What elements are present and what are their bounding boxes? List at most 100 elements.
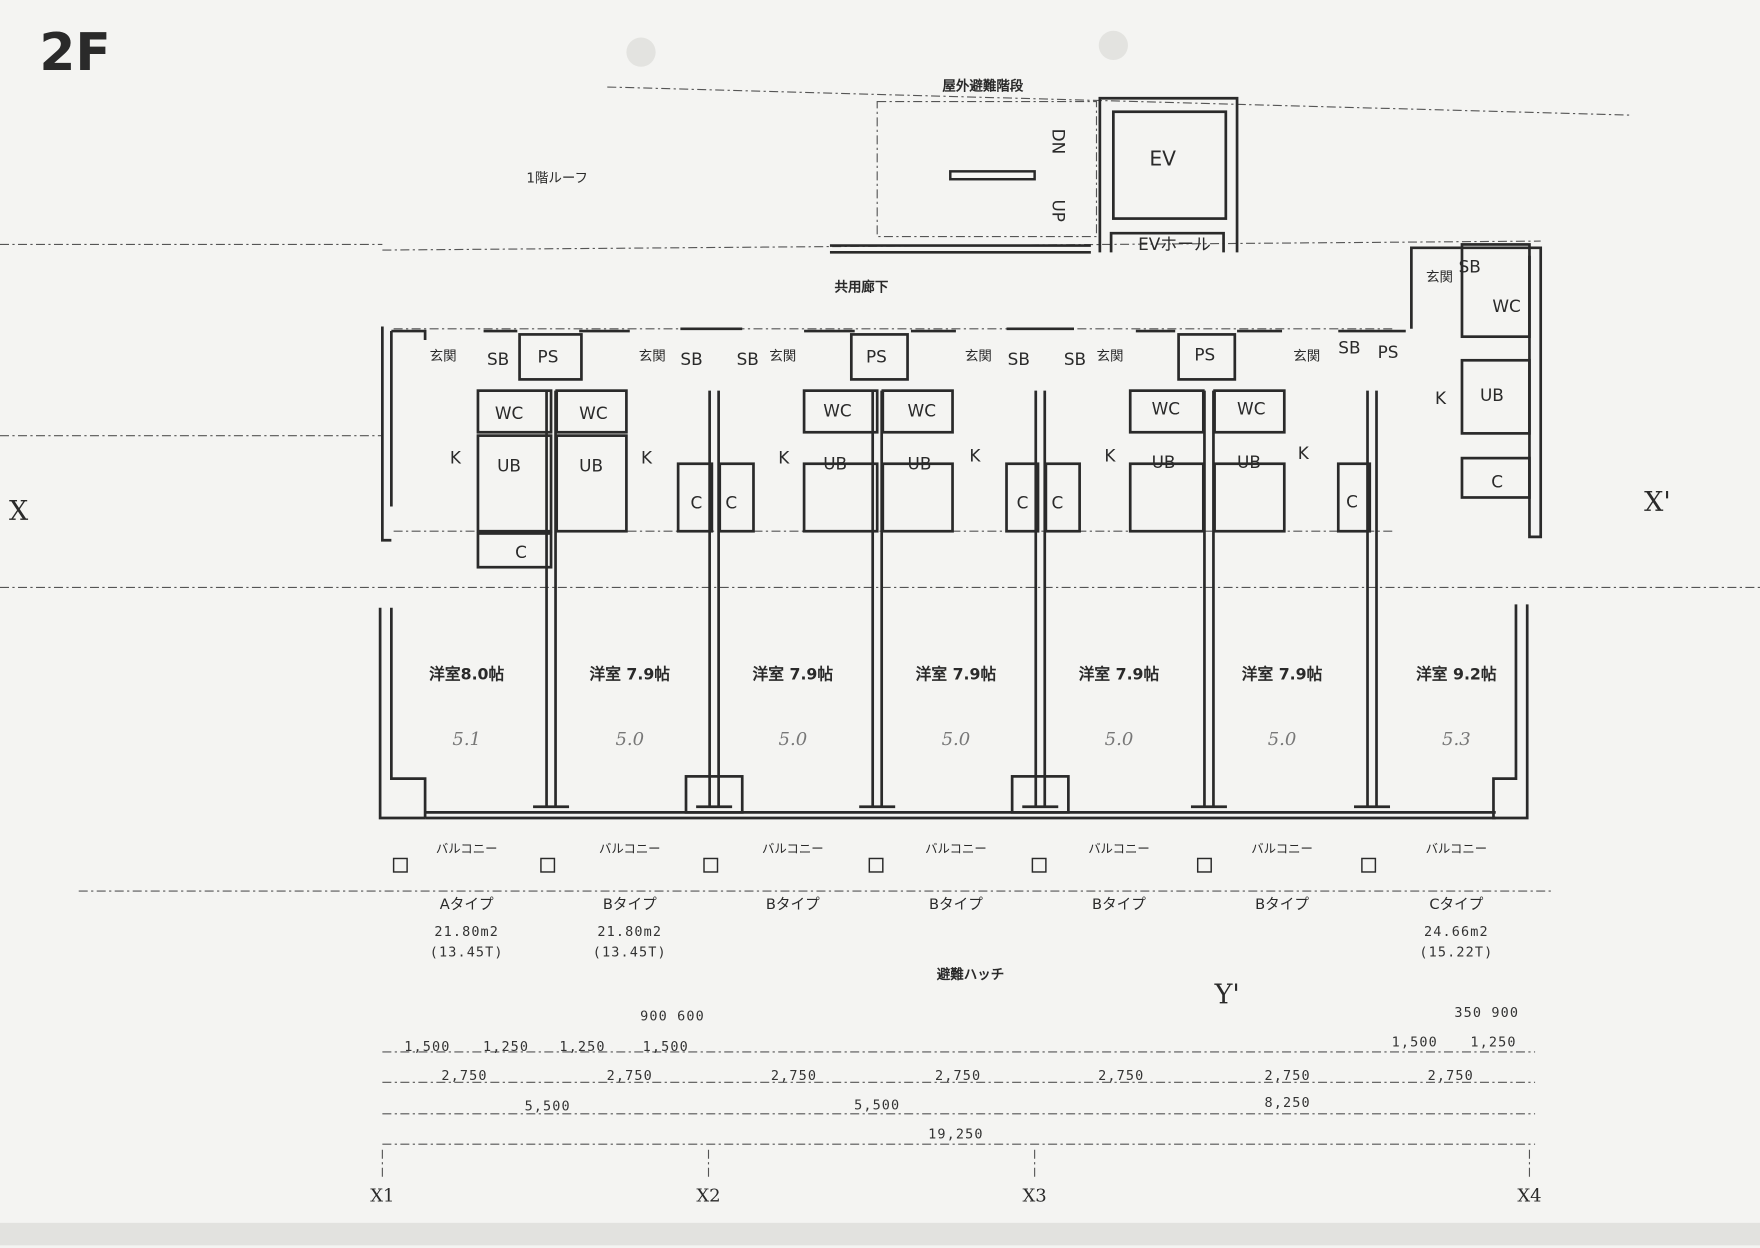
- corridor-label: 共用廊下: [834, 279, 888, 296]
- stair-down-label: DN: [1049, 129, 1069, 155]
- fixture-label-玄関: 玄関: [965, 347, 992, 364]
- fixture-label-SB: SB: [487, 349, 509, 369]
- dimension-value: 2,750: [1098, 1068, 1144, 1084]
- fixture-label-SB: SB: [1064, 349, 1086, 369]
- dimension-value: 2,750: [607, 1068, 653, 1084]
- fixture-label-C: C: [1052, 493, 1064, 513]
- room-label: 洋室8.0帖: [429, 665, 504, 684]
- elevator-hall-label: EVホール: [1138, 234, 1211, 254]
- dimension-value: 2,750: [441, 1068, 487, 1084]
- party-wall: [696, 390, 733, 809]
- fixture-label-C: C: [725, 493, 737, 513]
- stair-up-label: UP: [1049, 199, 1069, 222]
- room-label: 洋室 9.2帖: [1416, 665, 1497, 684]
- unit-tsubo: (13.45T): [430, 944, 504, 960]
- party-wall: [1190, 390, 1227, 809]
- fixture-label-UB: UB: [1237, 452, 1261, 472]
- fixture-label-UB: UB: [908, 453, 932, 473]
- fixture-box: [676, 462, 714, 533]
- fixture-box: [718, 462, 755, 533]
- dimension-value: 900 600: [640, 1008, 705, 1024]
- fixture-box: [1213, 462, 1286, 533]
- unit-type: Cタイプ: [1429, 896, 1483, 913]
- handwritten-note: 5.0: [615, 729, 644, 750]
- room-label: 洋室 7.9帖: [1242, 665, 1323, 684]
- section-mark-x: X: [9, 496, 29, 527]
- handwritten-note: 5.0: [942, 729, 971, 750]
- room-label: 洋室 7.9帖: [589, 665, 670, 684]
- fixture-box: [1336, 462, 1372, 533]
- fixture-label-玄関: 玄関: [1426, 269, 1453, 286]
- balcony-label: バルコニー: [436, 842, 498, 856]
- party-walls: [476, 243, 1531, 814]
- fixture-label-K: K: [969, 445, 981, 465]
- fixture-box: [1128, 462, 1205, 533]
- fixture-box: [1005, 462, 1040, 533]
- balcony-label: バルコニー: [1426, 842, 1488, 856]
- fixture-label-UB: UB: [1480, 385, 1504, 405]
- dimension-value: 2,750: [1428, 1068, 1474, 1084]
- fixture-label-WC: WC: [908, 401, 936, 421]
- elevator-label: EV: [1149, 147, 1176, 171]
- fixture-box: [518, 333, 583, 381]
- fixture-label-PS: PS: [1378, 342, 1399, 362]
- fixture-box: [802, 462, 879, 533]
- section-mark-y-prime: Y': [1214, 980, 1240, 1011]
- roof-label: 1階ルーフ: [526, 171, 588, 187]
- fixture-label-SB: SB: [1008, 349, 1030, 369]
- drain-icon: [1361, 857, 1377, 873]
- handwritten-note: 5.1: [452, 729, 481, 750]
- drain-icon: [868, 857, 884, 873]
- drain-icon: [703, 857, 719, 873]
- column: [1010, 775, 1070, 814]
- dimension-value: 1,500: [643, 1039, 689, 1055]
- fixture-label-UB: UB: [497, 456, 521, 476]
- fixture-label-C: C: [1491, 471, 1503, 491]
- unit-type: Bタイプ: [603, 896, 657, 913]
- fixture-box: [1460, 358, 1531, 435]
- fixture-label-PS: PS: [866, 347, 887, 367]
- balcony-label: バルコニー: [1088, 842, 1150, 856]
- fixture-label-PS: PS: [538, 347, 559, 367]
- fixture-label-玄関: 玄関: [430, 347, 457, 364]
- room-label: 洋室 7.9帖: [916, 665, 997, 684]
- floor-label: 2F: [39, 23, 110, 83]
- fixture-label-UB: UB: [1152, 452, 1176, 472]
- fixture-label-玄関: 玄関: [1096, 347, 1123, 364]
- fixture-label-WC: WC: [579, 403, 607, 423]
- fixture-label-K: K: [778, 448, 790, 468]
- fixture-label-玄関: 玄関: [769, 347, 796, 364]
- fixture-label-C: C: [691, 493, 703, 513]
- fixture-label-WC: WC: [823, 401, 851, 421]
- fixture-box: [476, 389, 553, 434]
- evacuation-hatch-label: 避難ハッチ: [937, 966, 1004, 983]
- room-label: 洋室 7.9帖: [1079, 665, 1160, 684]
- elevator-shaft: [1098, 96, 1239, 253]
- grid-axis-label: X4: [1517, 1185, 1541, 1206]
- fixture-label-玄関: 玄関: [1293, 347, 1320, 364]
- fixture-box: [849, 333, 909, 381]
- fixture-label-K: K: [1298, 443, 1310, 463]
- unit-type: Aタイプ: [440, 896, 494, 913]
- dimension-value: 1,500: [1392, 1034, 1438, 1050]
- unit-type: Bタイプ: [929, 896, 983, 913]
- unit-type: Bタイプ: [1255, 896, 1309, 913]
- fixture-label-K: K: [1435, 388, 1447, 408]
- fixture-box: [555, 389, 628, 434]
- punch-hole: [626, 37, 656, 67]
- handwritten-note: 5.0: [779, 729, 808, 750]
- unit-tsubo: (13.45T): [593, 944, 667, 960]
- dimension-value: 19,250: [928, 1127, 983, 1143]
- fixture-label-UB: UB: [579, 456, 603, 476]
- fixture-label-K: K: [1104, 445, 1116, 465]
- drain-icon: [1031, 857, 1047, 873]
- grid-axis-label: X3: [1023, 1185, 1047, 1206]
- fixture-label-WC: WC: [495, 403, 523, 423]
- building-walls: [378, 246, 1543, 820]
- balcony-label: バルコニー: [1251, 842, 1313, 856]
- fixture-label-SB: SB: [680, 349, 702, 369]
- fixture-label-UB: UB: [823, 453, 847, 473]
- balcony-label: バルコニー: [925, 842, 987, 856]
